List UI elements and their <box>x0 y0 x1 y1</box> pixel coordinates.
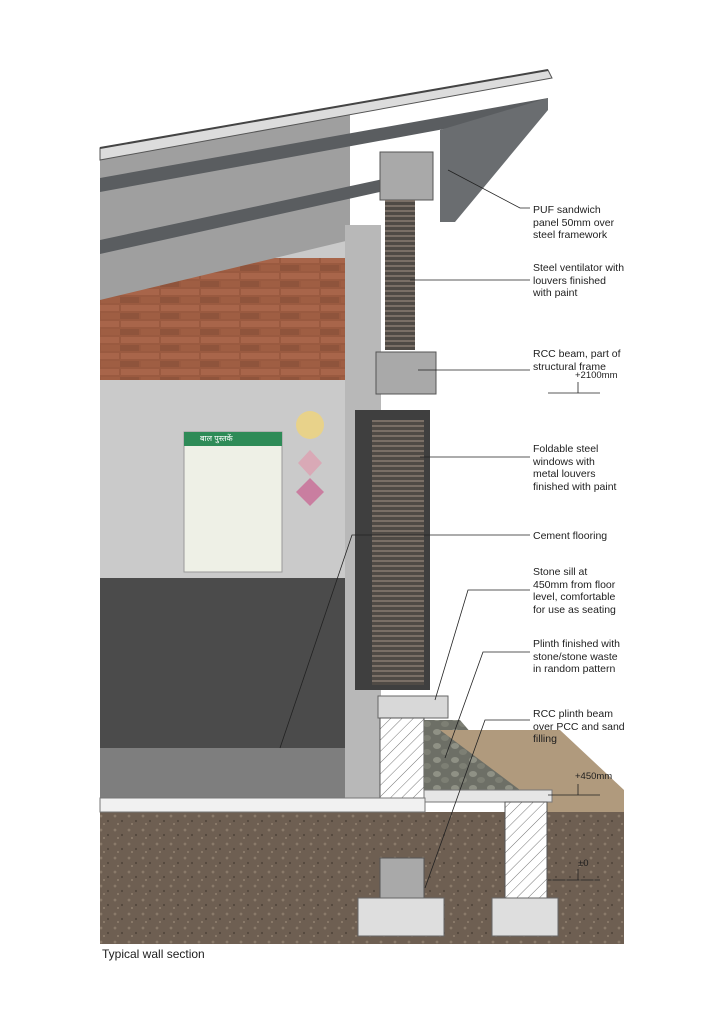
annotation-puf: PUF sandwich panel 50mm over steel frame… <box>533 204 615 241</box>
annotation-plinth-beam: RCC plinth beam over PCC and sand fillin… <box>533 708 625 745</box>
ventilator-louvers <box>385 200 415 350</box>
roof-truss <box>99 69 549 149</box>
footing-right <box>491 897 559 937</box>
level-label-ground: ±0 <box>578 858 589 869</box>
floor-slab <box>99 797 426 813</box>
dado-wall <box>100 578 352 750</box>
annotation-rcc-beam: RCC beam, part of structural frame <box>533 348 621 373</box>
annotation-windows: Foldable steel windows with metal louver… <box>533 443 617 493</box>
annotation-plinth: Plinth finished with stone/stone waste i… <box>533 638 620 675</box>
poster-header <box>184 432 282 446</box>
plinth-beam <box>379 857 425 899</box>
footing-left <box>357 897 445 937</box>
window-louvers <box>372 420 424 685</box>
roof-rafter <box>100 170 425 254</box>
cement-floor <box>100 748 382 798</box>
stone-plinth <box>424 720 520 790</box>
poster-title: बाल पुस्तकें <box>200 434 233 443</box>
alphabet-poster <box>183 431 283 573</box>
top-beam <box>379 151 434 201</box>
leader-lines <box>279 169 530 889</box>
stone-sill <box>377 695 449 719</box>
outer-plinth-wall <box>504 801 548 899</box>
drawing-caption: Typical wall section <box>102 947 205 961</box>
roof-purlin <box>100 98 548 192</box>
plinth-apron <box>423 789 553 803</box>
level-label-lintel: +2100mm <box>575 370 618 381</box>
wall-hanging <box>296 411 324 506</box>
annotation-flooring: Cement flooring <box>533 530 608 542</box>
annotation-sill: Stone sill at 450mm from floor level, co… <box>533 566 616 616</box>
rcc-beam <box>375 351 437 395</box>
roof-eaves <box>440 98 548 222</box>
annotation-ventilator: Steel ventilator with louvers finished w… <box>533 262 625 299</box>
level-markers <box>548 382 600 881</box>
level-label-plinth: +450mm <box>575 771 613 782</box>
